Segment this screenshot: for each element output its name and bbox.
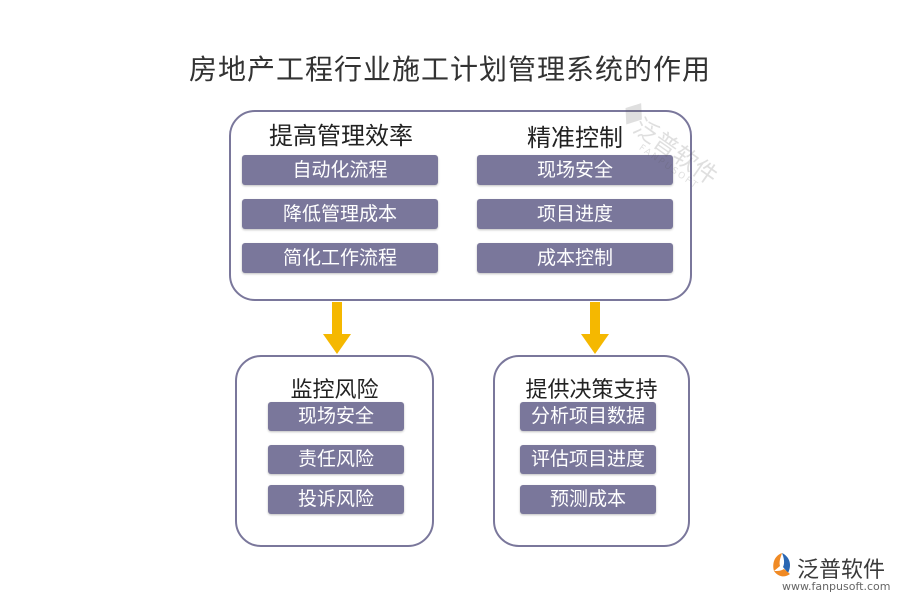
item-progress: 项目进度 [477, 199, 673, 229]
arrow-down-right-icon [581, 302, 609, 354]
fanpu-logo-icon [773, 553, 790, 577]
item-cost-control: 成本控制 [477, 243, 673, 273]
item-forecast-cost: 预测成本 [520, 485, 656, 514]
heading-precise-control: 精准控制 [527, 124, 623, 152]
item-simplify: 简化工作流程 [242, 243, 438, 273]
diagram-title: 房地产工程行业施工计划管理系统的作用 [188, 53, 711, 86]
item-automation: 自动化流程 [242, 155, 438, 185]
item-complaint-risk: 投诉风险 [268, 485, 404, 514]
arrow-down-left-icon [323, 302, 351, 354]
item-liability-risk: 责任风险 [268, 445, 404, 474]
heading-risk-monitor: 监控风险 [290, 378, 379, 403]
item-bl-site-safety: 现场安全 [268, 402, 404, 431]
logo-text: 泛普软件 [797, 558, 886, 583]
heading-decision-support: 提供决策支持 [525, 378, 658, 403]
item-reduce-cost: 降低管理成本 [242, 199, 438, 229]
logo-url: www.fanpusoft.com [782, 580, 891, 593]
item-site-safety: 现场安全 [477, 155, 673, 185]
item-analyze-data: 分析项目数据 [520, 402, 656, 431]
item-evaluate-progress: 评估项目进度 [520, 445, 656, 474]
brand-logo: 泛普软件 www.fanpusoft.com [770, 552, 895, 596]
heading-efficiency: 提高管理效率 [269, 122, 413, 150]
